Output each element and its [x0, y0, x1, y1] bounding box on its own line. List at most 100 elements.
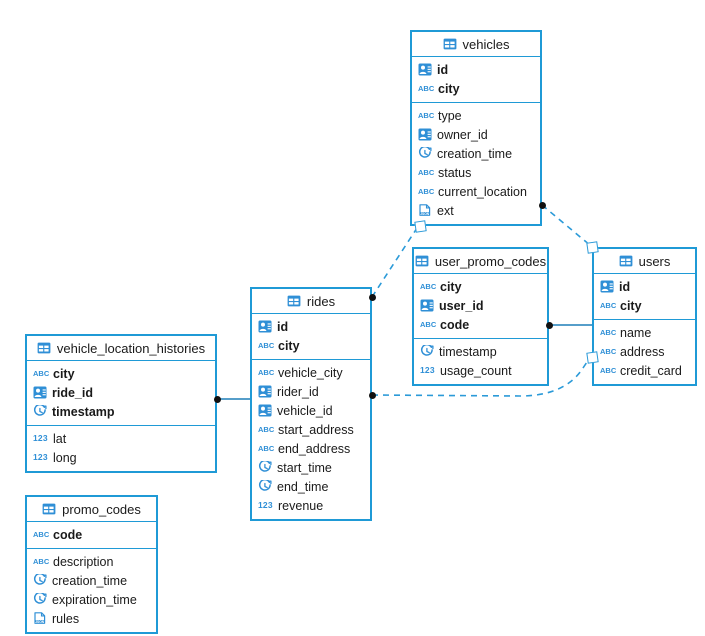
column-label: id: [277, 319, 289, 334]
column-row[interactable]: expiration_time: [27, 590, 156, 609]
abc-text-icon: ABC: [258, 444, 275, 453]
table-header[interactable]: vehicles: [412, 32, 540, 57]
table-title: user_promo_codes: [434, 253, 547, 269]
column-label: expiration_time: [52, 592, 137, 607]
number-123-icon: 123: [258, 500, 273, 510]
abc-text-icon: ABC: [258, 341, 275, 350]
column-row[interactable]: 123 lat: [27, 429, 215, 448]
table-header[interactable]: users: [594, 249, 695, 274]
column-row[interactable]: start_time: [252, 458, 370, 477]
column-label: code: [53, 527, 83, 542]
column-label: owner_id: [437, 127, 488, 142]
column-label: long: [53, 450, 77, 465]
column-label: city: [620, 298, 642, 313]
column-row[interactable]: id: [412, 60, 540, 79]
relationship-vehicles-to-users: [541, 204, 592, 247]
column-label: user_id: [439, 298, 484, 313]
table-header[interactable]: vehicle_location_histories: [27, 336, 215, 361]
column-label: address: [620, 344, 665, 359]
abc-text-icon: ABC: [600, 347, 617, 356]
column-row[interactable]: id: [252, 317, 370, 336]
column-label: name: [620, 325, 652, 340]
column-row[interactable]: 123 long: [27, 448, 215, 467]
column-label: start_address: [278, 422, 354, 437]
column-label: city: [438, 81, 460, 96]
column-row[interactable]: 123 revenue: [252, 496, 370, 515]
id-card-icon: [33, 386, 47, 399]
id-card-icon: [420, 299, 434, 312]
table-header[interactable]: rides: [252, 289, 370, 314]
column-row[interactable]: creation_time: [27, 571, 156, 590]
clock-icon: [33, 405, 47, 418]
column-row[interactable]: ride_id: [27, 383, 215, 402]
column-row[interactable]: end_time: [252, 477, 370, 496]
id-card-icon: [258, 404, 272, 417]
column-row[interactable]: vehicle_id: [252, 401, 370, 420]
column-row[interactable]: timestamp: [414, 342, 547, 361]
column-label: end_address: [278, 441, 351, 456]
number-123-icon: 123: [33, 452, 48, 462]
table-title: vehicles: [462, 36, 510, 52]
table-icon: [42, 503, 56, 516]
column-label: revenue: [278, 498, 324, 513]
svg-text:JSON: JSON: [420, 212, 430, 216]
column-label: lat: [53, 431, 67, 446]
table-header[interactable]: promo_codes: [27, 497, 156, 522]
table-title: promo_codes: [62, 501, 141, 517]
column-row[interactable]: owner_id: [412, 125, 540, 144]
column-row[interactable]: rider_id: [252, 382, 370, 401]
number-123-icon: 123: [33, 433, 48, 443]
column-label: timestamp: [52, 404, 115, 419]
column-row[interactable]: creation_time: [412, 144, 540, 163]
json-icon: JSON: [418, 204, 432, 217]
column-row[interactable]: user_id: [414, 296, 547, 315]
table-icon: [619, 255, 633, 268]
column-label: description: [53, 554, 114, 569]
id-card-icon: [418, 128, 432, 141]
abc-text-icon: ABC: [600, 301, 617, 310]
column-row[interactable]: timestamp: [27, 402, 215, 421]
abc-text-icon: ABC: [420, 320, 437, 329]
svg-text:JSON: JSON: [35, 620, 45, 624]
table-title: users: [638, 253, 671, 269]
relationship-endpoint-dot: [213, 395, 221, 403]
table-header[interactable]: user_promo_codes: [414, 249, 547, 274]
column-row[interactable]: id: [594, 277, 695, 296]
relationship-endpoint-dot: [545, 321, 553, 329]
